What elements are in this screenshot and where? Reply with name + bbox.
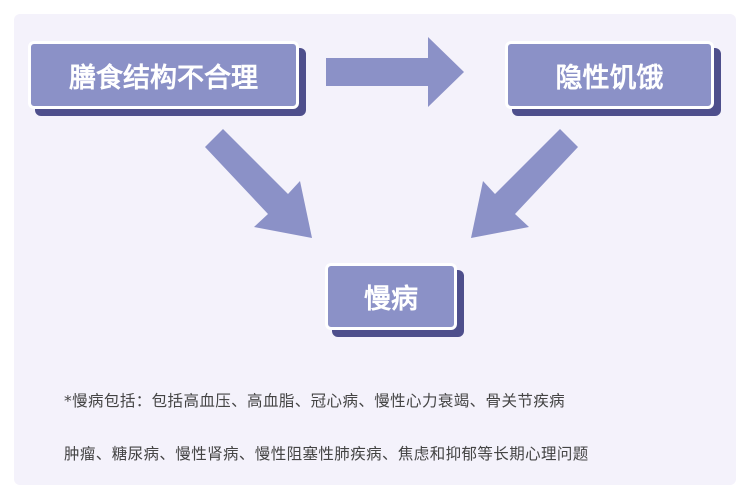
node-diet-structure-label: 膳食结构不合理 [69,62,258,94]
node-hidden-hunger-label: 隐性饥饿 [555,62,664,94]
node-hidden-hunger: 隐性饥饿 [505,41,714,109]
note-line-2: 肿瘤、糖尿病、慢性肾病、慢性阻塞性肺疾病、焦虑和抑郁等长期心理问题 [64,445,589,463]
arrow-diet-to-chronic-disease [205,129,312,238]
arrow-diet-to-hidden-hunger [326,37,464,107]
node-chronic-disease-label: 慢病 [364,284,418,315]
node-diet-structure: 膳食结构不合理 [28,41,299,109]
node-chronic-disease: 慢病 [325,263,457,330]
arrow-hidden-hunger-to-chronic-disease [471,129,578,238]
note-line-1: *慢病包括：包括高血压、高血脂、冠心病、慢性心力衰竭、骨关节疾病 [64,392,566,410]
